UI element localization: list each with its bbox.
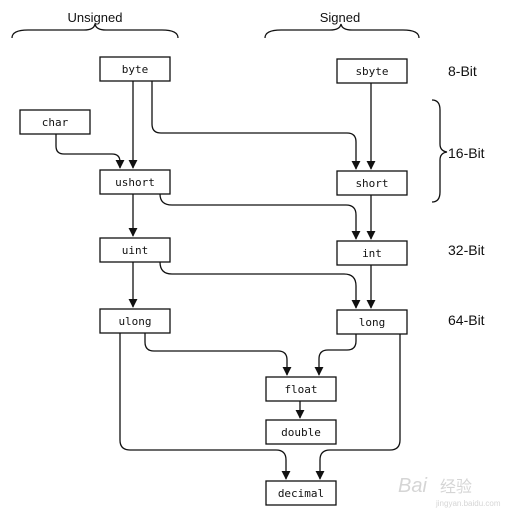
watermark: Bai 经验 jingyan.baidu.com xyxy=(398,475,501,508)
node-ulong-box xyxy=(99,308,171,334)
bit-label-8: 8-Bit xyxy=(448,63,477,79)
node-char-box xyxy=(19,109,91,135)
node-long-label: long xyxy=(359,316,386,329)
node-uint-label: uint xyxy=(122,244,149,257)
edge-byte-to-short xyxy=(151,81,361,170)
node-double-label: double xyxy=(281,426,321,439)
node-int-box xyxy=(336,240,408,266)
signed-header: Signed xyxy=(320,10,360,25)
edge-layer xyxy=(55,81,401,480)
node-long: long xyxy=(336,309,408,335)
node-byte-box xyxy=(99,56,171,82)
watermark-logo: Bai xyxy=(398,475,427,497)
node-byte-label: byte xyxy=(122,63,149,76)
node-layer: byte sbyte char ushort short uint int ulong long… xyxy=(19,56,408,506)
node-sbyte-label: sbyte xyxy=(355,65,388,78)
unsigned-brace xyxy=(11,23,179,39)
node-double-box xyxy=(265,419,337,445)
node-int-label: int xyxy=(362,247,382,260)
edge-long-to-decimal xyxy=(315,334,401,480)
node-ulong-label: ulong xyxy=(118,315,151,328)
node-char-label: char xyxy=(42,116,69,129)
edge-ulong-to-float xyxy=(144,333,292,376)
node-int: int xyxy=(336,240,408,266)
edge-uint-to-long xyxy=(159,261,361,309)
node-ushort: ushort xyxy=(99,169,171,195)
unsigned-header: Unsigned xyxy=(68,10,123,25)
edge-char-to-ushort xyxy=(55,134,125,169)
node-decimal-box xyxy=(265,480,337,506)
node-float: float xyxy=(265,376,337,402)
node-short-label: short xyxy=(355,177,388,190)
node-byte: byte xyxy=(99,56,171,82)
node-double: double xyxy=(265,419,337,445)
node-float-label: float xyxy=(284,383,317,396)
edge-ulong-to-decimal xyxy=(119,333,291,480)
node-char: char xyxy=(19,109,91,135)
node-ulong: ulong xyxy=(99,308,171,334)
node-decimal-label: decimal xyxy=(278,487,324,500)
bit-label-16: 16-Bit xyxy=(448,145,485,161)
node-uint: uint xyxy=(99,237,171,263)
bit-label-64: 64-Bit xyxy=(448,312,485,328)
node-ushort-label: ushort xyxy=(115,176,155,189)
watermark-sub: jingyan.baidu.com xyxy=(435,499,501,508)
node-ushort-box xyxy=(99,169,171,195)
node-sbyte: sbyte xyxy=(336,58,408,84)
node-decimal: decimal xyxy=(265,480,337,506)
signed-brace xyxy=(264,23,420,39)
node-float-box xyxy=(265,376,337,402)
node-uint-box xyxy=(99,237,171,263)
watermark-tail: 经验 xyxy=(440,478,472,496)
node-short-box xyxy=(336,170,408,196)
sixteen-bit-brace xyxy=(431,99,448,203)
bit-label-32: 32-Bit xyxy=(448,242,485,258)
node-short: short xyxy=(336,170,408,196)
node-long-box xyxy=(336,309,408,335)
edge-long-to-float xyxy=(314,334,357,376)
edge-ushort-to-int xyxy=(159,193,361,240)
node-sbyte-box xyxy=(336,58,408,84)
